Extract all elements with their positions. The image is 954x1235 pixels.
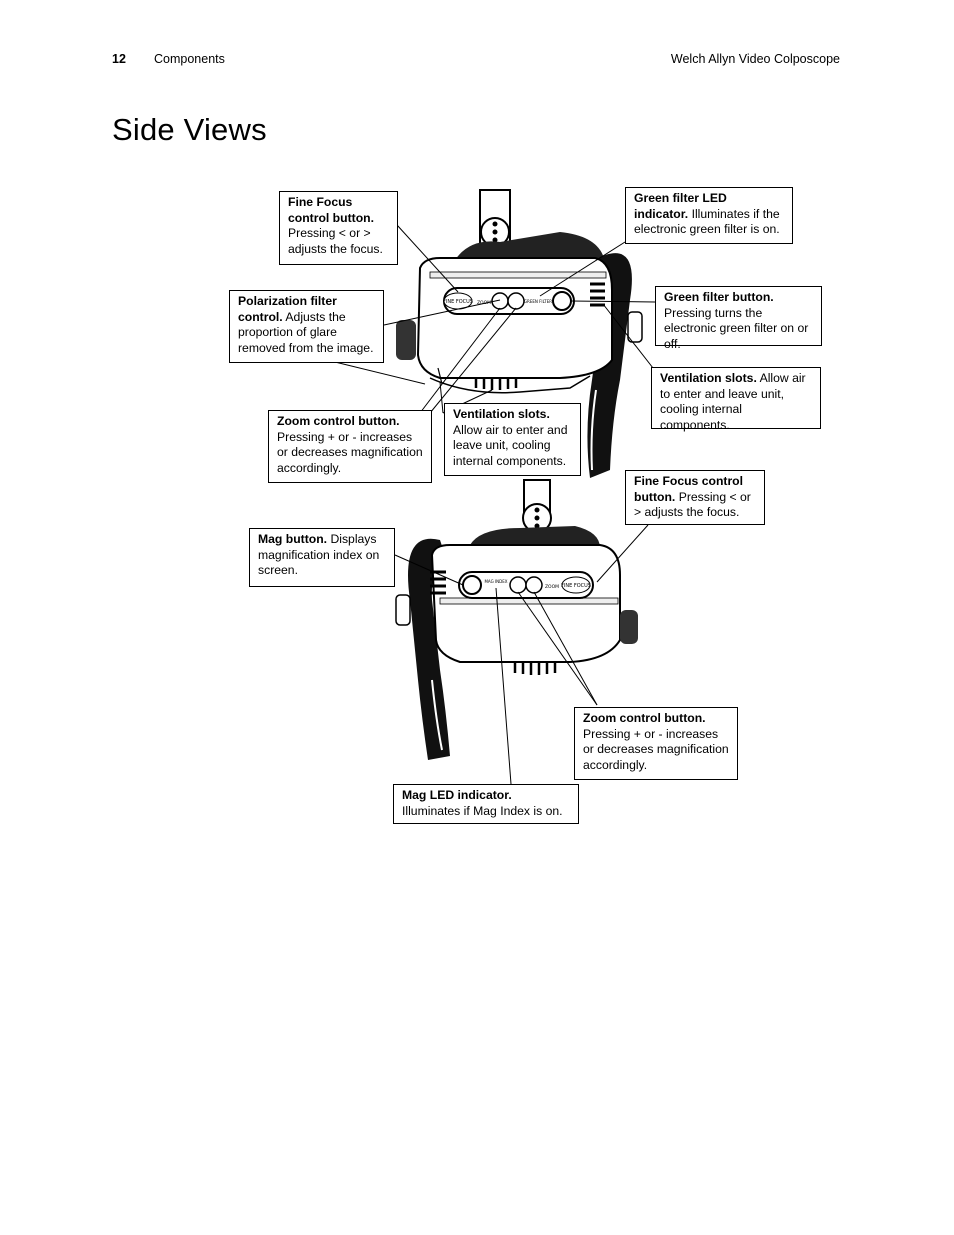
callout-title: Green filter button. bbox=[664, 290, 774, 304]
callout-polarization-filter: Polarization filter control. Adjusts the… bbox=[229, 290, 384, 363]
callout-zoom-top: Zoom control button. Pressing + or - inc… bbox=[268, 410, 432, 483]
callout-title: Polarization filter control. bbox=[238, 294, 337, 324]
document-title: Welch Allyn Video Colposcope bbox=[670, 52, 840, 66]
bottom-fine-focus-label: FINE FOCUS bbox=[561, 583, 591, 589]
callout-mag-button: Mag button. Displays magnification index… bbox=[249, 528, 395, 587]
callout-title: Green filter LED indicator. bbox=[634, 191, 727, 221]
callout-title: Mag button. bbox=[258, 532, 328, 546]
callout-fine-focus-top: Fine Focus control button. Pressing < or… bbox=[279, 191, 398, 265]
callout-title: Ventilation slots. bbox=[660, 371, 757, 385]
top-green-filter-label: GREEN FILTER bbox=[524, 299, 552, 304]
callout-body: Adjusts the proportion of glare removed … bbox=[238, 309, 374, 355]
section-name: Components bbox=[154, 52, 225, 66]
bottom-zoom-label: ZOOM bbox=[545, 584, 559, 590]
callout-body: Illuminates if the electronic green filt… bbox=[634, 206, 780, 237]
callout-body: Pressing < or > adjusts the focus. bbox=[288, 226, 383, 256]
callout-body: Allow air to enter and leave unit, cooli… bbox=[453, 422, 568, 468]
top-fine-focus-label: FINE FOCUS bbox=[443, 299, 473, 305]
callout-fine-focus-bottom: Fine Focus control button. Pressing < or… bbox=[625, 470, 765, 525]
callout-body: Allow air to enter and leave unit, cooli… bbox=[660, 371, 806, 432]
callout-title: Zoom control button. bbox=[277, 414, 400, 428]
callout-body: Pressing turns the electronic green filt… bbox=[664, 305, 809, 351]
callout-green-filter-button: Green filter button. Pressing turns the … bbox=[655, 286, 822, 351]
page-title: Side Views bbox=[112, 112, 267, 147]
top-device-illustration: FINE FOCUS ZOOM GREEN FILTER bbox=[396, 189, 643, 478]
callout-green-filter-led: Green filter LED indicator. Illuminates … bbox=[625, 187, 793, 244]
callout-title: Fine Focus control button. bbox=[288, 195, 374, 225]
callout-zoom-bottom: Zoom control button. Pressing + or - inc… bbox=[574, 707, 738, 780]
leader-lines bbox=[334, 224, 661, 785]
callout-title: Ventilation slots. bbox=[453, 407, 550, 421]
callout-title: Fine Focus control button. bbox=[634, 474, 744, 504]
bottom-mag-index-label: MAG INDEX bbox=[484, 579, 507, 584]
callout-title: Mag LED indicator. bbox=[402, 788, 512, 802]
callout-body: Displays magnification index on screen. bbox=[258, 532, 380, 577]
callout-mag-led: Mag LED indicator. Illuminates if Mag In… bbox=[393, 784, 579, 824]
callout-ventilation-center: Ventilation slots. Allow air to enter an… bbox=[444, 403, 581, 476]
callout-body: Illuminates if Mag Index is on. bbox=[402, 803, 563, 818]
callout-title: Zoom control button. bbox=[583, 711, 706, 725]
page-number: 12 bbox=[112, 52, 126, 66]
callout-body: Pressing + or - increases or decreases m… bbox=[277, 429, 423, 475]
callout-body: Pressing < or > adjusts the focus. bbox=[634, 489, 751, 520]
callout-ventilation-right: Ventilation slots. Allow air to enter an… bbox=[651, 367, 821, 432]
callout-body: Pressing + or - increases or decreases m… bbox=[583, 726, 729, 772]
